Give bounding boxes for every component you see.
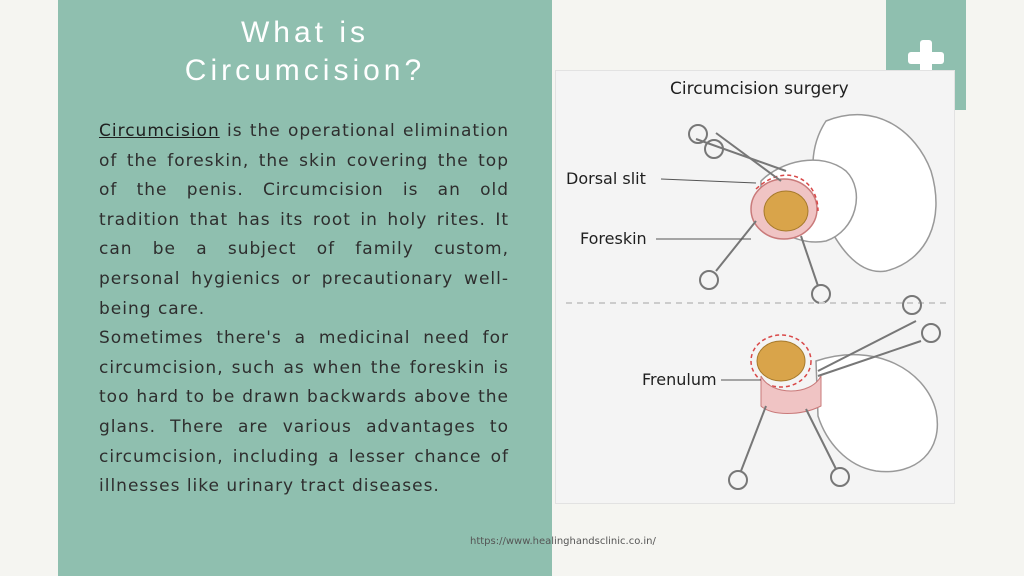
title-line-2: Circumcision? — [184, 54, 426, 87]
label-frenulum: Frenulum — [642, 370, 717, 389]
circumcision-link[interactable]: Circumcision — [99, 121, 220, 141]
text-panel: What is Circumcision? Circumcision is th… — [58, 0, 656, 576]
surgery-illustration: Circumcision surgery Dorsal slit Foreski… — [555, 70, 955, 504]
label-dorsal-slit: Dorsal slit — [566, 169, 646, 188]
figure-title: Circumcision surgery — [670, 79, 849, 99]
surgery-drawing — [566, 113, 946, 490]
plus-icon — [908, 40, 944, 76]
paragraph-2: Sometimes there's a medicinal need for c… — [99, 328, 509, 497]
paragraph-1: Circumcision is the operational eliminat… — [99, 117, 509, 324]
body-text: Circumcision is the operational eliminat… — [99, 117, 509, 502]
paragraph-1-text: is the operational elimination of the fo… — [99, 121, 509, 319]
footer-url[interactable]: https://www.healinghandsclinic.co.in/ — [470, 536, 656, 547]
label-foreskin: Foreskin — [580, 229, 647, 248]
title-line-1: What is — [240, 16, 370, 49]
slide-title: What is Circumcision? — [58, 14, 552, 90]
